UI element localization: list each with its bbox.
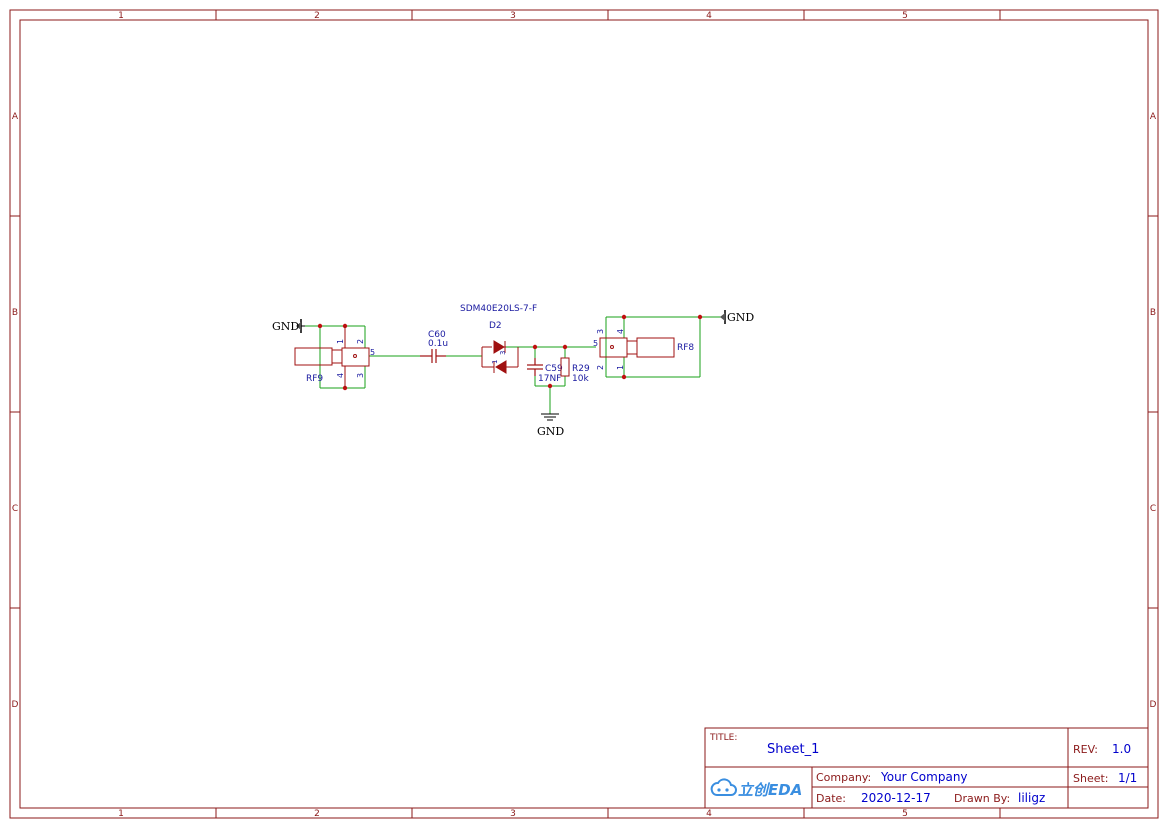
frame-row-label-right: C: [1150, 504, 1156, 514]
frame-col-label-top: 1: [118, 11, 124, 21]
connector-rf9: [294, 326, 370, 388]
frame-col-label-bottom: 1: [118, 809, 124, 819]
gnd-label: GND: [272, 320, 299, 333]
d2-designator: D2: [489, 321, 502, 331]
lceda-logo: 立创EDA: [710, 778, 802, 799]
title-block: [704, 727, 1149, 809]
frame-row-label-left: B: [12, 308, 18, 318]
rf8-pin: 4: [616, 329, 625, 334]
frame-col-label-bottom: 2: [314, 809, 320, 819]
resistor-r29: [560, 357, 570, 377]
capacitor-c60: [420, 349, 446, 363]
c60-value: 0.1u: [428, 339, 448, 349]
rf8-designator: RF8: [677, 343, 694, 353]
connector-rf8: [599, 337, 675, 358]
c60-designator: C60: [428, 330, 446, 340]
frame-col-label-top: 5: [902, 11, 908, 21]
gnd-label: GND: [537, 425, 564, 438]
d2-part-number: SDM40E20LS-7-F: [460, 304, 537, 314]
c59-value: 17NF: [538, 374, 561, 384]
rf9-pin: 3: [356, 373, 365, 378]
frame-col-label-bottom: 3: [510, 809, 516, 819]
company-label: Company:: [816, 771, 871, 784]
frame-col-label-bottom: 4: [706, 809, 712, 819]
drawn-by-value: liligz: [1018, 791, 1045, 805]
rf8-pin: 1: [616, 365, 625, 370]
rf8-pin: 2: [596, 365, 605, 370]
gnd-symbol-right: GND: [720, 310, 754, 324]
gnd-symbol-left: GND: [272, 319, 305, 333]
frame-row-label-left: A: [12, 112, 19, 122]
frame-row-label-right: D: [1150, 700, 1157, 710]
logo-text: 立创EDA: [738, 781, 802, 799]
rf9-pin: 5: [370, 348, 375, 357]
rev-value: 1.0: [1112, 742, 1131, 756]
rf9-pin: 4: [336, 373, 345, 378]
date-label: Date:: [816, 792, 846, 805]
rf8-pin: 3: [596, 329, 605, 334]
rf9-pin: 2: [356, 339, 365, 344]
capacitor-c59: [527, 358, 543, 376]
company-value: Your Company: [880, 770, 968, 784]
drawn-by-label: Drawn By:: [954, 792, 1010, 805]
rf8-pin: 5: [593, 339, 598, 348]
date-value: 2020-12-17: [861, 791, 931, 805]
frame-row-label-right: B: [1150, 308, 1156, 318]
c59-designator: C59: [545, 364, 563, 374]
title-label: TITLE:: [709, 733, 737, 743]
frame-row-label-right: A: [1150, 112, 1157, 122]
d2-pin: 3: [499, 351, 507, 355]
frame-col-label-top: 2: [314, 11, 320, 21]
frame-col-label-top: 3: [510, 11, 516, 21]
rf9-designator: RF9: [306, 374, 323, 384]
frame-row-label-left: C: [12, 504, 18, 514]
r29-value: 10k: [572, 374, 589, 384]
frame-row-label-left: D: [12, 700, 19, 710]
frame-col-label-top: 4: [706, 11, 712, 21]
d2-pin: 1: [491, 360, 499, 364]
rf9-pin: 1: [336, 339, 345, 344]
junctions: [317, 314, 703, 391]
gnd-label: GND: [727, 311, 754, 324]
sheet-label: Sheet:: [1073, 772, 1109, 785]
sheet-title: Sheet_1: [767, 742, 819, 757]
diode-d2: [481, 340, 519, 374]
drawing-frame: [9, 9, 1159, 819]
r29-designator: R29: [572, 364, 590, 374]
rev-label: REV:: [1073, 743, 1098, 756]
gnd-symbol-bottom: GND: [537, 413, 564, 438]
frame-col-label-bottom: 5: [902, 809, 908, 819]
sheet-value: 1/1: [1118, 771, 1137, 785]
